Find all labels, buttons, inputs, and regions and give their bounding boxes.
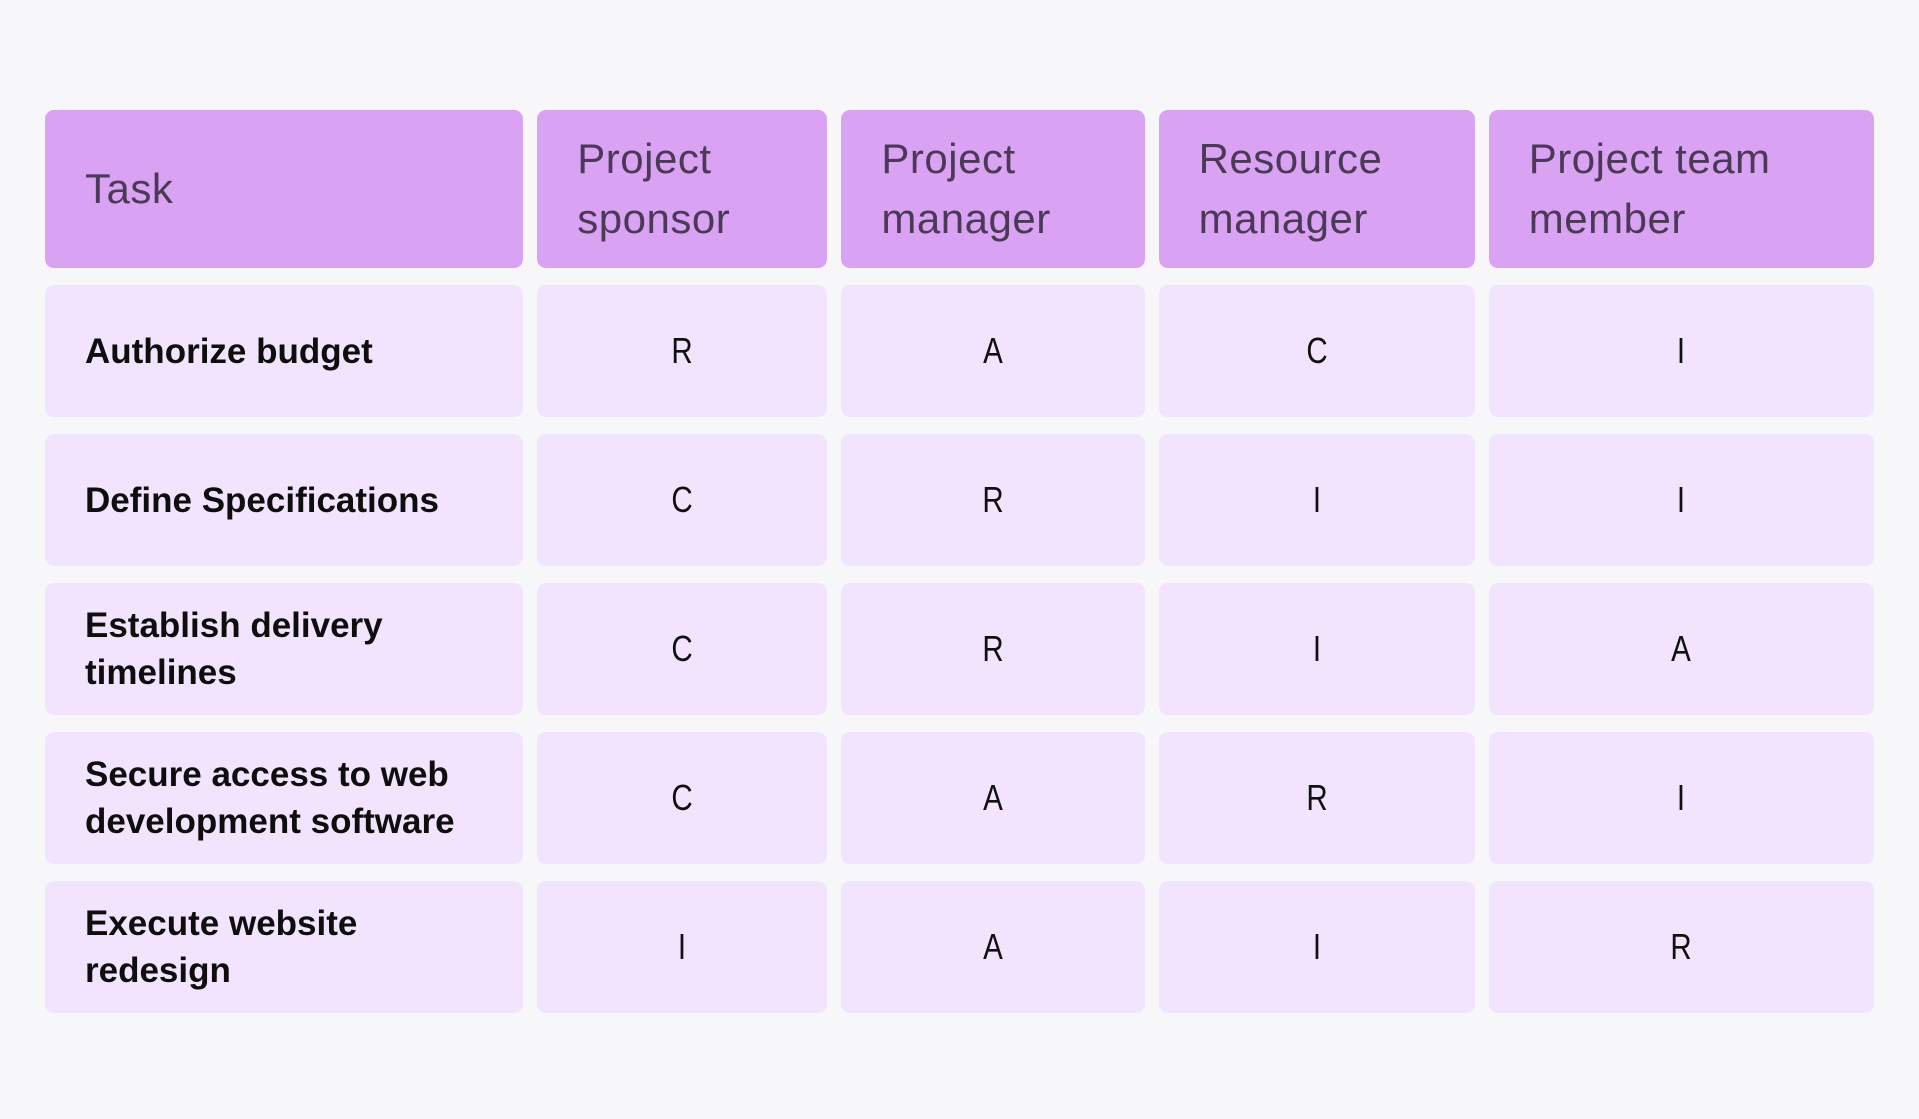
column-header-project-sponsor: Project sponsor — [537, 110, 828, 268]
raci-value-cell: R — [841, 434, 1145, 566]
raci-letter: C — [671, 479, 694, 520]
raci-value-cell: C — [1158, 285, 1475, 417]
raci-letter: I — [1312, 926, 1321, 967]
raci-value-cell: C — [537, 732, 828, 864]
raci-letter: I — [1312, 628, 1321, 669]
raci-letter: I — [1677, 777, 1686, 818]
column-header-project-manager: Project manager — [841, 110, 1145, 268]
raci-letter: I — [1312, 479, 1321, 520]
raci-letter: R — [671, 330, 694, 371]
raci-value-cell: I — [1488, 434, 1874, 566]
task-cell-secure-access-to-web-development-software: Secure access to web development softwar… — [45, 732, 524, 864]
raci-value-cell: R — [841, 583, 1145, 715]
raci-matrix-table: Task Project sponsor Project manager Res… — [45, 110, 1874, 1013]
raci-value-cell: A — [841, 881, 1145, 1013]
raci-value-cell: R — [537, 285, 828, 417]
raci-letter: A — [983, 777, 1003, 818]
raci-value-cell: R — [1158, 732, 1475, 864]
raci-letter: A — [983, 330, 1003, 371]
raci-letter: R — [982, 628, 1004, 669]
raci-letter: R — [1670, 926, 1693, 967]
raci-value-cell: C — [537, 583, 828, 715]
task-cell-execute-website-redesign: Execute website redesign — [45, 881, 524, 1013]
raci-value-cell: I — [1158, 881, 1475, 1013]
raci-value-cell: C — [537, 434, 828, 566]
raci-letter: C — [1306, 330, 1328, 371]
raci-value-cell: A — [1488, 583, 1874, 715]
raci-value-cell: R — [1488, 881, 1874, 1013]
raci-letter: I — [678, 926, 687, 967]
raci-letter: I — [1677, 330, 1686, 371]
raci-value-cell: I — [1158, 583, 1475, 715]
raci-value-cell: A — [841, 285, 1145, 417]
task-cell-define-specifications: Define Specifications — [45, 434, 524, 566]
raci-value-cell: I — [1488, 732, 1874, 864]
raci-letter: R — [1306, 777, 1328, 818]
column-header-resource-manager: Resource manager — [1158, 110, 1475, 268]
raci-letter: A — [1671, 628, 1692, 669]
task-cell-establish-delivery-timelines: Establish delivery timelines — [45, 583, 524, 715]
raci-letter: C — [671, 628, 694, 669]
raci-letter: I — [1677, 479, 1686, 520]
column-header-task: Task — [45, 110, 524, 268]
raci-letter: R — [982, 479, 1004, 520]
raci-letter: A — [983, 926, 1003, 967]
raci-value-cell: I — [1488, 285, 1874, 417]
raci-value-cell: I — [537, 881, 828, 1013]
raci-value-cell: A — [841, 732, 1145, 864]
task-cell-authorize-budget: Authorize budget — [45, 285, 524, 417]
column-header-project-team-member: Project team member — [1488, 110, 1874, 268]
raci-letter: C — [671, 777, 694, 818]
raci-value-cell: I — [1158, 434, 1475, 566]
